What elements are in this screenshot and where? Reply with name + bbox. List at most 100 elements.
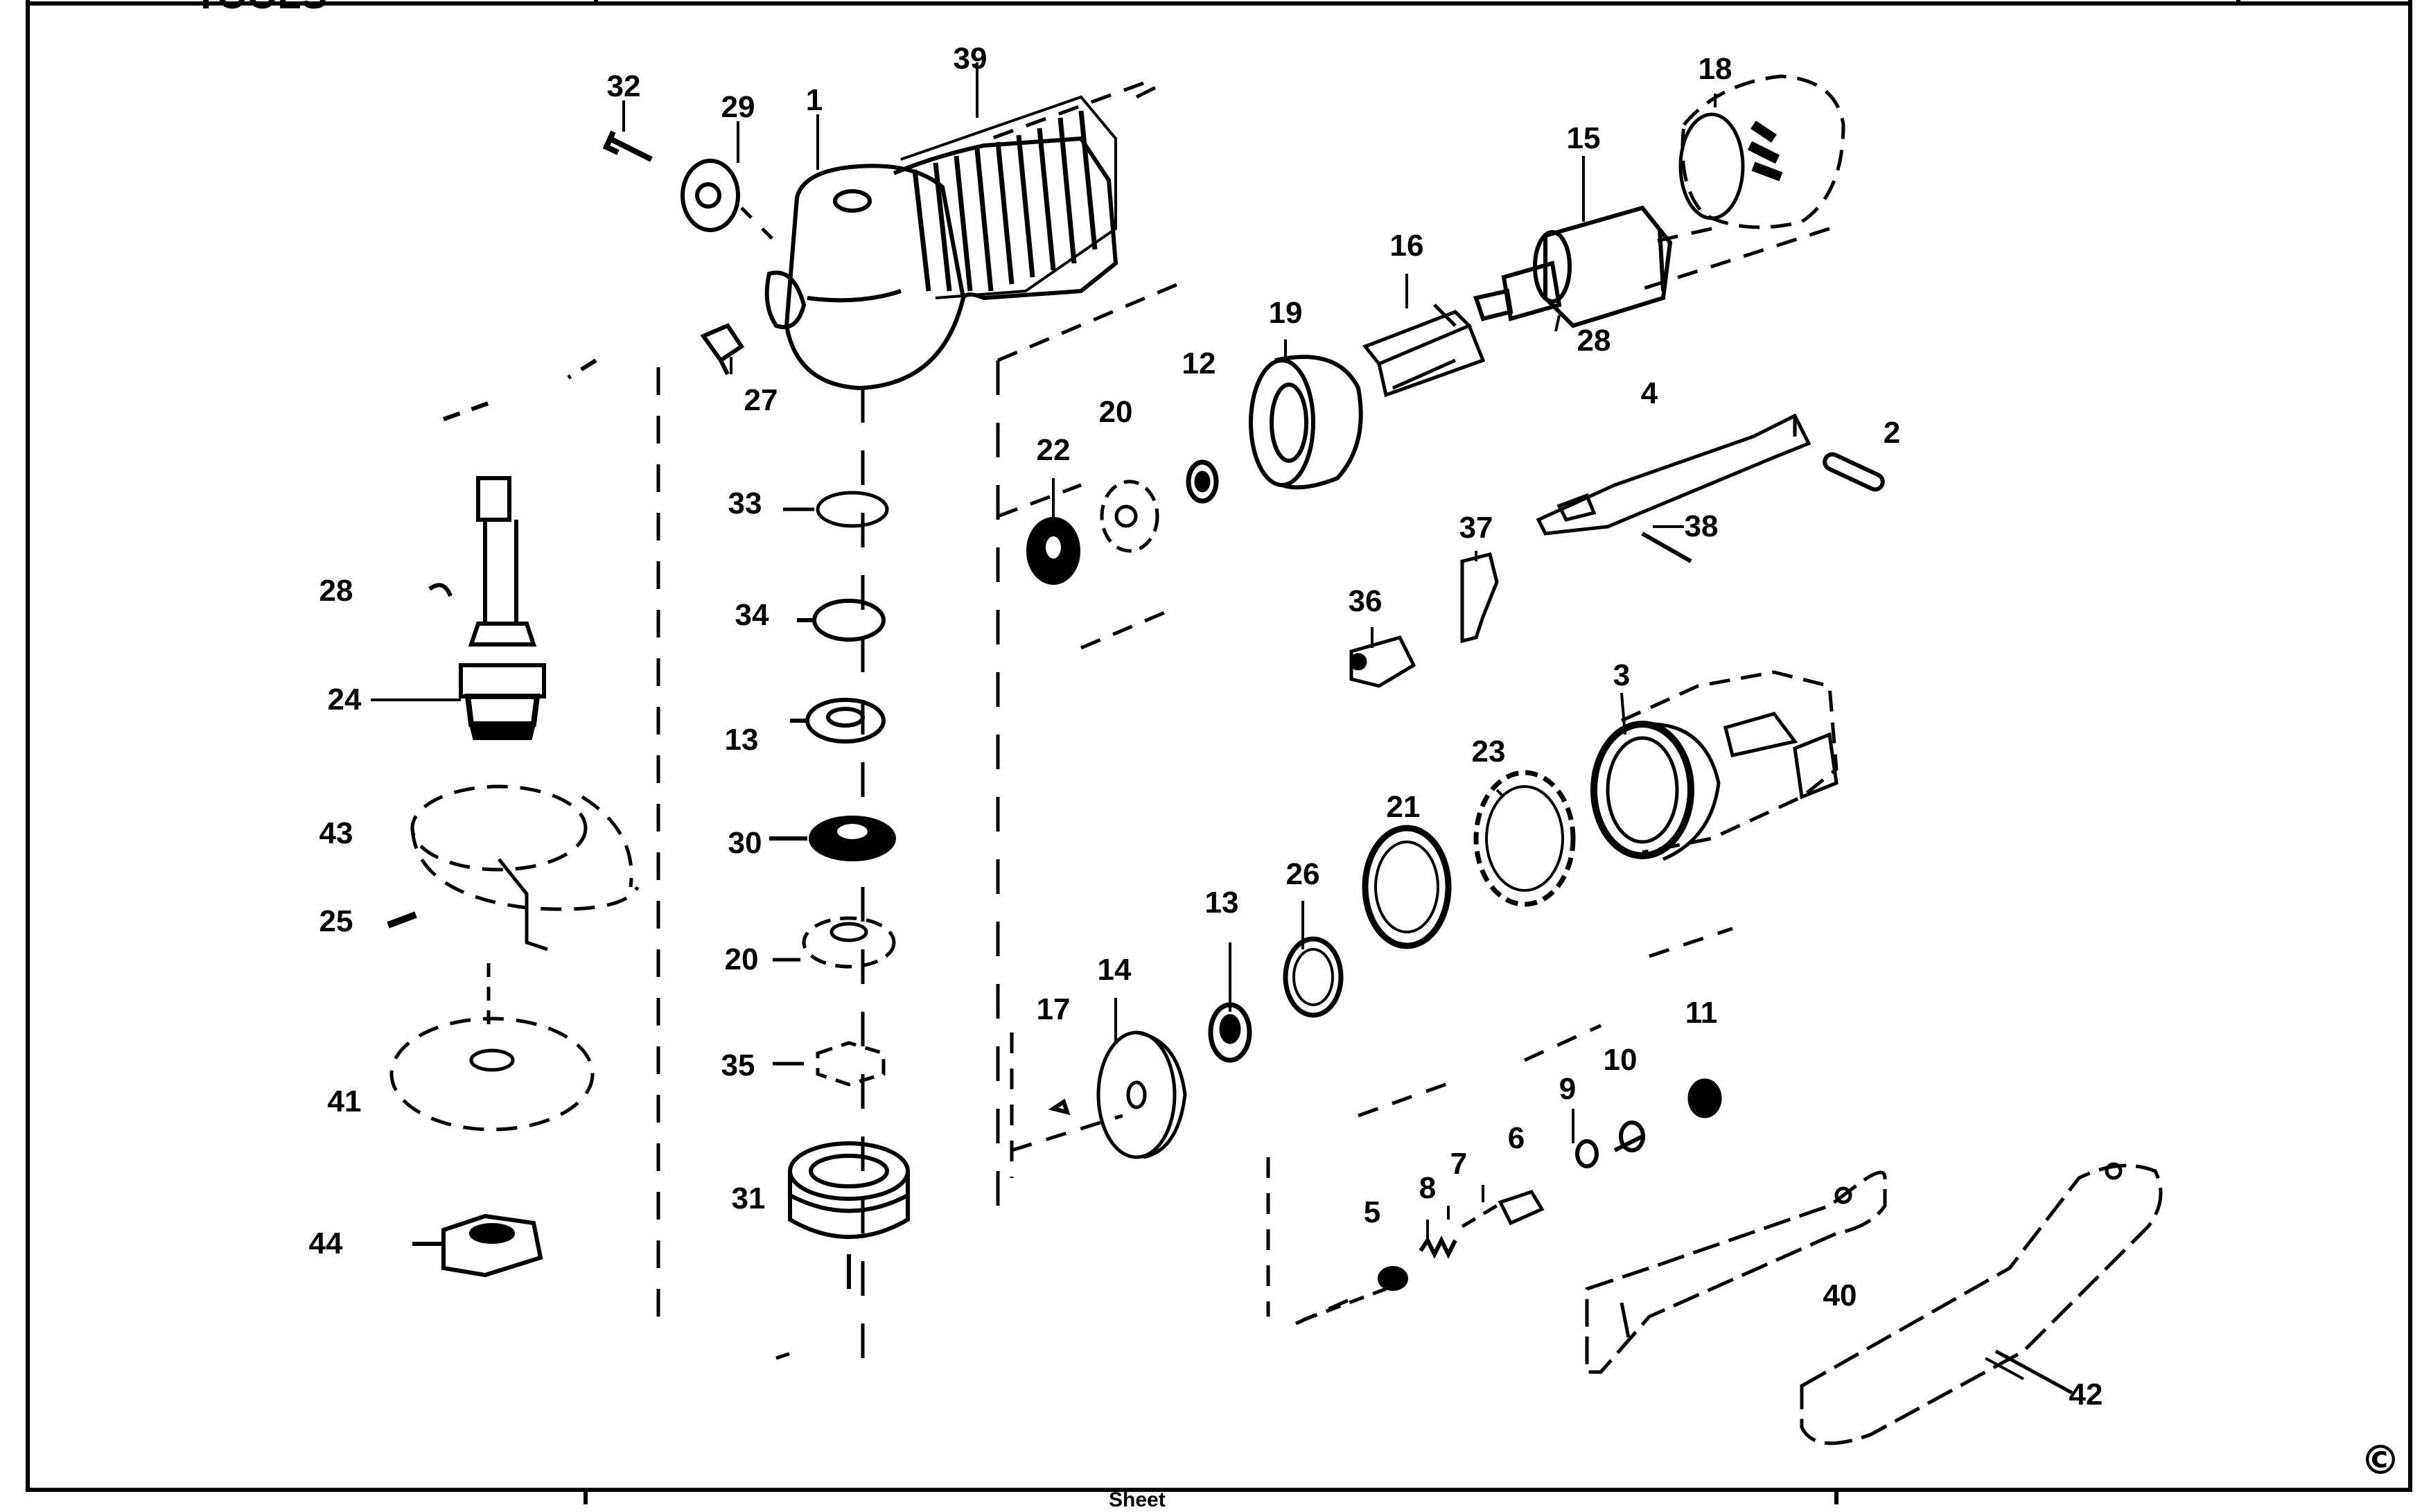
spindle-part	[428, 358, 597, 740]
part-label: 13	[1204, 886, 1239, 920]
bevel-gear-part	[769, 816, 896, 861]
grip-sleeve-part	[900, 95, 1117, 299]
part-label: 20	[1098, 395, 1133, 429]
part-label: 10	[1603, 1043, 1638, 1077]
axis-line	[990, 81, 1166, 141]
valve-part	[1349, 635, 1416, 688]
part-label: 15	[1566, 121, 1601, 155]
part-label: 14	[1097, 953, 1132, 987]
part-label: 20	[724, 942, 759, 976]
part-label: 37	[1459, 511, 1493, 545]
part-label: 8	[1419, 1171, 1437, 1205]
leader-lines	[371, 62, 2024, 1380]
axis-line	[775, 1349, 798, 1360]
part-label: 1	[805, 83, 823, 117]
part-label: 16	[1389, 229, 1424, 263]
part-label: 25	[319, 904, 353, 938]
part-label: 13	[724, 723, 759, 757]
ring-part	[1283, 936, 1344, 1018]
part-label: 17	[1036, 992, 1071, 1026]
part-label: 7	[1450, 1147, 1468, 1181]
seal-part	[1613, 1120, 1645, 1152]
part-label: 26	[1285, 857, 1320, 891]
cylinder-part	[1249, 355, 1363, 490]
part-label: 36	[1348, 584, 1383, 618]
o-ring-part	[1473, 770, 1576, 907]
grinding-disc-part	[389, 1017, 595, 1132]
small-screw-part	[387, 911, 417, 929]
end-plate-part	[1096, 1030, 1187, 1159]
part-label: 31	[731, 1181, 766, 1215]
part-label: 24	[327, 683, 362, 717]
axis-line	[1302, 1204, 1498, 1322]
lever-part	[1536, 413, 1811, 536]
trigger-part	[1460, 552, 1499, 644]
cylinder-ring-part	[1590, 721, 1721, 861]
axis-line	[740, 206, 774, 240]
part-label: 43	[319, 816, 353, 850]
small-fitting-part	[700, 323, 745, 376]
part-label: 21	[1386, 790, 1421, 824]
part-label: 19	[1268, 296, 1303, 330]
part-label: 35	[721, 1048, 755, 1082]
cap-part	[1687, 1078, 1722, 1118]
end-plate-part	[1100, 480, 1159, 553]
seal-part	[1362, 825, 1452, 949]
part-label: 9	[1559, 1072, 1577, 1106]
part-label: 28	[1577, 324, 1611, 358]
rotor-blade-part	[1362, 304, 1486, 398]
o-ring-part	[1575, 1139, 1599, 1168]
wrench-part	[1585, 1170, 1887, 1374]
small-pin-part	[1048, 1098, 1071, 1116]
part-label: 44	[308, 1227, 343, 1260]
part-label: 5	[1363, 1195, 1381, 1229]
bearing-housing-part	[788, 1141, 910, 1289]
motor-body-part	[1620, 670, 1838, 854]
screw-part	[602, 130, 653, 162]
part-label: 42	[2069, 1378, 2103, 1412]
spacer-part	[773, 1041, 886, 1087]
part-label: 11	[1685, 996, 1718, 1030]
rear-housing-part	[1678, 74, 1845, 229]
bearing-part	[790, 698, 886, 744]
axis-line	[1266, 1157, 1360, 1326]
header-brand-fragment: TOOLS	[194, 0, 327, 17]
part-label: 30	[728, 826, 762, 860]
part-label: 39	[953, 42, 988, 76]
part-label: 41	[327, 1084, 362, 1118]
wheel-guard-part	[410, 784, 640, 951]
plug-part	[1378, 1266, 1408, 1291]
header-divider	[28, 0, 2410, 6]
bearing-part	[1026, 517, 1080, 585]
axis-line	[997, 282, 1179, 650]
frame-border	[26, 0, 2412, 1492]
part-label: 18	[1698, 52, 1732, 86]
footer-divider	[28, 1488, 2410, 1504]
part-label: 29	[721, 90, 755, 124]
washer-part	[681, 159, 740, 232]
part-label: 32	[606, 69, 641, 103]
ring-part	[783, 491, 889, 528]
ring-part	[797, 599, 886, 642]
pin-part	[1823, 452, 1885, 492]
bearing-part	[1208, 1002, 1252, 1063]
axis-line	[1010, 1032, 1123, 1178]
part-label: 3	[1613, 658, 1631, 692]
part-label: 23	[1471, 735, 1506, 768]
part-label: 22	[1036, 433, 1071, 467]
part-label: 38	[1684, 509, 1719, 543]
rotor-part	[1473, 205, 1673, 328]
bearing-part	[773, 916, 896, 969]
bearing-part	[1186, 459, 1219, 504]
part-label: 12	[1182, 346, 1216, 380]
part-label: 2	[1883, 416, 1901, 450]
part-label: 28	[319, 574, 353, 608]
part-label: 33	[728, 486, 762, 520]
axis-line	[1358, 926, 1733, 1118]
part-label: 4	[1640, 376, 1658, 410]
spring-part	[1419, 1236, 1457, 1259]
footer-center-fragment: Sheet	[1109, 1488, 1166, 1511]
part-label: 34	[735, 598, 769, 632]
